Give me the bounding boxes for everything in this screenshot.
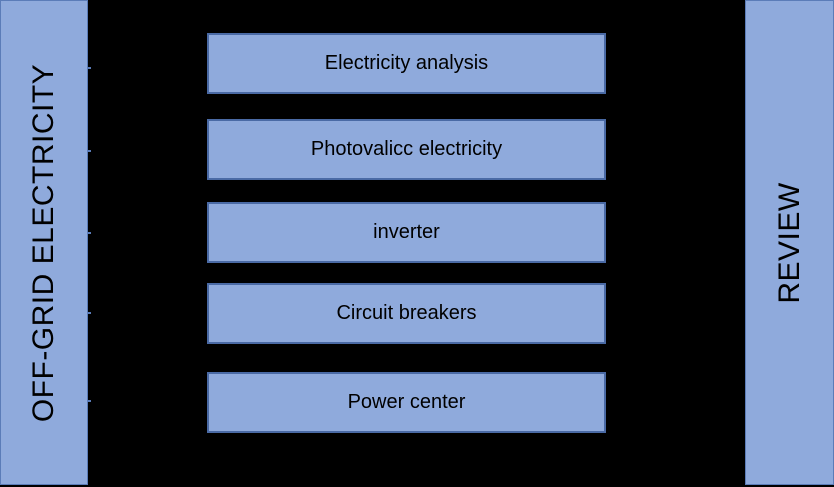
right-panel: REVIEW [745, 0, 834, 485]
box-electricity-analysis: Electricity analysis [207, 33, 606, 94]
connector-tick [88, 67, 91, 69]
connector-tick [88, 150, 91, 152]
box-circuit-breakers: Circuit breakers [207, 283, 606, 344]
connector-tick [88, 232, 91, 234]
box-label: Power center [347, 391, 466, 413]
box-power-center: Power center [207, 372, 606, 433]
connector-tick [88, 400, 91, 402]
connector-tick [88, 312, 91, 314]
left-panel: OFF-GRID ELECTRICITY [0, 0, 88, 485]
left-panel-label: OFF-GRID ELECTRICITY [27, 63, 60, 422]
box-label: Photovalicc electricity [310, 138, 503, 160]
right-panel-label: REVIEW [772, 181, 806, 304]
box-label: Circuit breakers [336, 302, 477, 324]
box-photovoltaic-electricity: Photovalicc electricity [207, 119, 606, 180]
box-label: Electricity analysis [324, 52, 489, 74]
box-inverter: inverter [207, 202, 606, 263]
box-label: inverter [373, 221, 440, 243]
